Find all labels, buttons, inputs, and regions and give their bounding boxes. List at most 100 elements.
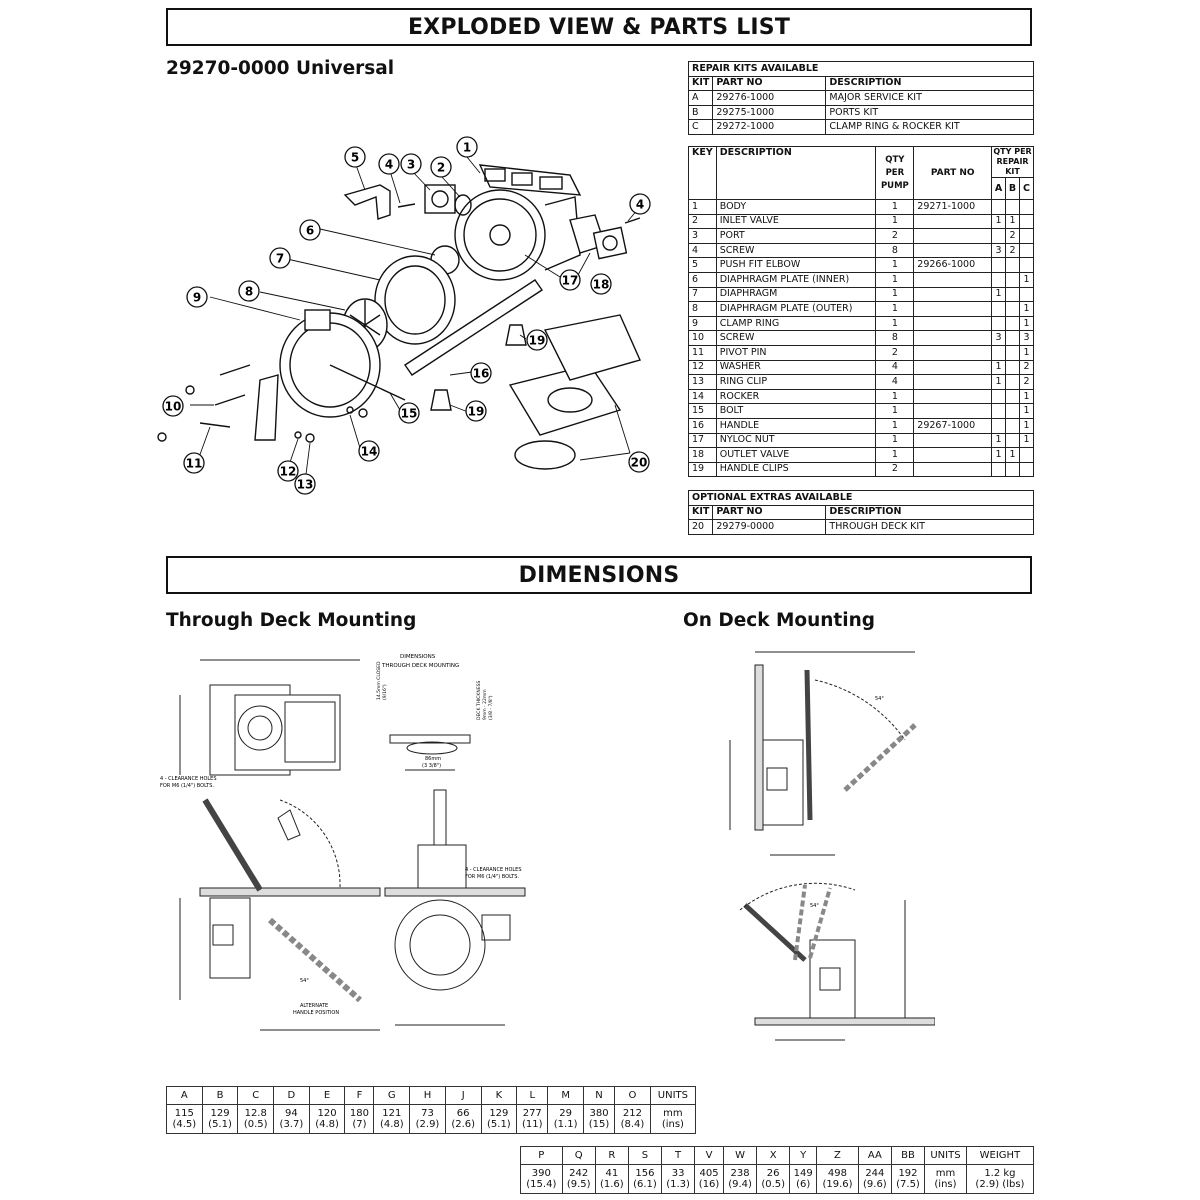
- key-cell: 13: [688, 374, 717, 390]
- callout-number: 13: [297, 478, 314, 492]
- kit-a-cell: [991, 344, 1007, 361]
- dim-mm: 242: [569, 1167, 589, 1179]
- screw-right: [624, 217, 641, 224]
- dim-header-cell: O: [614, 1086, 651, 1105]
- callout-circle: [526, 329, 548, 351]
- extras-caption: OPTIONAL EXTRAS AVAILABLE: [688, 490, 1034, 506]
- pump-port: [212, 924, 234, 946]
- description-cell: SCREW: [715, 330, 877, 346]
- description-cell: NYLOC NUT: [715, 432, 877, 449]
- body-slot: [511, 172, 533, 186]
- dim-value-cell: 156(6.1): [627, 1164, 663, 1194]
- deck-thickness-in: (3/8 - 7/8"): [488, 695, 494, 720]
- handle-arc: [279, 799, 341, 889]
- dim-mm: mm: [935, 1167, 956, 1179]
- dim-mm: 180: [349, 1107, 369, 1119]
- callout-circle: [183, 452, 205, 474]
- deck-hatch: [199, 887, 381, 897]
- dim-ins: (16): [698, 1179, 720, 1190]
- key-cell: 2: [688, 213, 717, 230]
- part-no-cell: [913, 344, 993, 361]
- description-cell: ROCKER: [715, 388, 877, 405]
- dim-mm: 390: [531, 1167, 551, 1179]
- part-no-cell: [913, 242, 993, 259]
- dim-ins: (5.1): [487, 1119, 511, 1130]
- alt-handle: [268, 917, 362, 1003]
- qty-cell: 1: [875, 417, 915, 434]
- screw-left: [397, 203, 416, 208]
- key-cell: 3: [688, 228, 717, 244]
- callout-circle: [456, 136, 478, 158]
- callout-circle: [269, 247, 291, 269]
- kit-c-cell: 2: [1019, 359, 1034, 376]
- deck-thickness-mm: 9mm - 22mm: [482, 689, 488, 720]
- body-slot: [539, 176, 563, 190]
- dim-value-cell: mm(ins): [649, 1104, 697, 1134]
- kit-b-header: B: [1005, 177, 1020, 200]
- callout-circle: [590, 273, 612, 295]
- callout-circle: [628, 451, 650, 473]
- dim-ins: (7.5): [896, 1179, 920, 1190]
- dim-value-cell: mm(ins): [924, 1164, 967, 1194]
- cutout-in: (3 3/8"): [422, 763, 441, 769]
- repair-kits-table: REPAIR KITS AVAILABLE KIT PART NO DESCRI…: [687, 61, 1034, 135]
- dim-ins: (3.7): [279, 1119, 304, 1130]
- deck-hole: [547, 387, 593, 413]
- part-no-cell: [913, 228, 993, 244]
- dim-mm: 73: [421, 1107, 434, 1119]
- kit-b-cell: [1005, 374, 1020, 390]
- ring-clip: [157, 432, 167, 442]
- dim-ins: (0.5): [243, 1119, 268, 1130]
- description-cell: PUSH FIT ELBOW: [715, 257, 877, 273]
- qty-cell: 8: [875, 330, 915, 346]
- qty-cell: 2: [875, 461, 915, 478]
- kit-a-cell: [991, 301, 1007, 317]
- kit-a-cell: 1: [991, 374, 1007, 390]
- pump-body: [762, 739, 804, 826]
- handle-clip: [277, 809, 301, 841]
- part-no-header: PART NO: [913, 146, 993, 200]
- alt-handle: [843, 723, 917, 792]
- kit-header: KIT: [687, 75, 714, 92]
- dim-header-cell: S: [627, 1146, 663, 1165]
- dim-header-cell: A: [166, 1086, 203, 1105]
- callout-number: 15: [401, 407, 418, 421]
- dim-header-cell: G: [373, 1086, 411, 1105]
- callout-number: 19: [529, 334, 546, 348]
- dim-ins: (ins): [934, 1179, 957, 1190]
- part-no-cell: [913, 461, 993, 478]
- closed-note-in: (9/16"): [382, 684, 388, 700]
- kit-b-cell: 2: [1005, 242, 1020, 259]
- callout-circle: [470, 362, 492, 384]
- dim-ins: (4.8): [379, 1119, 404, 1130]
- dim-value-cell: 192(7.5): [890, 1164, 926, 1194]
- dim-ins: (0.5): [761, 1179, 786, 1190]
- dim-mm: 29: [559, 1107, 572, 1119]
- description-cell: CLAMP RING & ROCKER KIT: [825, 119, 1034, 135]
- dim-mm: 244: [865, 1167, 885, 1179]
- clamp-ear: [304, 309, 331, 331]
- description-cell: THROUGH DECK KIT: [825, 519, 1034, 535]
- dim-ins: (1.6): [599, 1179, 624, 1190]
- dim-mm: 380: [589, 1107, 609, 1119]
- key-cell: 16: [688, 417, 717, 434]
- kit-c-cell: 1: [1019, 432, 1034, 449]
- dim-value-cell: 149(6): [789, 1164, 818, 1194]
- kit-c-cell: [1019, 257, 1034, 273]
- description-cell: PORTS KIT: [825, 104, 1034, 121]
- deck-thickness: DECK THICKNESS: [476, 681, 482, 720]
- dim-mm: 12.8: [244, 1107, 267, 1119]
- dim-header-cell: N: [582, 1086, 616, 1105]
- kit-b-cell: 2: [1005, 228, 1020, 244]
- dim-ins: (1.3): [666, 1179, 690, 1190]
- through-deck-heading: Through Deck Mounting: [166, 610, 417, 631]
- dim-ins: (11): [521, 1119, 543, 1130]
- dim-value-cell: 238(9.4): [722, 1164, 758, 1194]
- bolt-15: [329, 364, 406, 401]
